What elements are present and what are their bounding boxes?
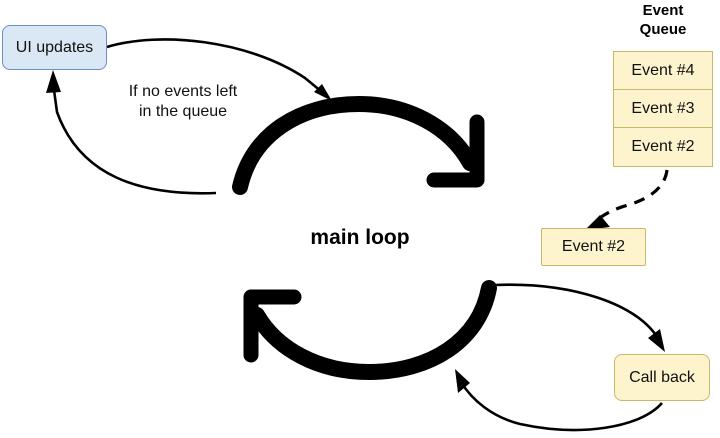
edge-loop-to-ui-arrowhead: [46, 70, 61, 93]
edge-queue-to-event2-arrowhead: [585, 215, 610, 230]
main-loop-bottom-arc: [243, 280, 497, 381]
condition-label-line1: If no events left: [128, 83, 238, 100]
node-ui-updates-label: UI updates: [15, 38, 94, 56]
event-queue-stack: Event #4 Event #3 Event #2: [613, 51, 713, 167]
edge-callback-to-loop-arrowhead: [455, 369, 470, 393]
edge-callback-to-loop: [455, 369, 663, 432]
node-callback-label: Call back: [629, 368, 695, 386]
event-queue-title-line2: Queue: [639, 20, 687, 38]
edge-loop-to-ui: [46, 70, 217, 195]
edge-ui-to-loop-arrowhead: [314, 84, 332, 101]
queue-item[interactable]: Event #2: [631, 138, 695, 155]
node-ui-updates[interactable]: UI updates: [2, 25, 107, 70]
main-loop-top-arrowhead: [426, 114, 485, 188]
event-queue-title: Event Queue: [612, 2, 714, 40]
edge-ui-to-loop-path: [106, 38, 323, 94]
condition-label-line2: in the queue: [138, 103, 228, 121]
node-dequeued-event-label: Event #2: [561, 238, 626, 256]
edge-queue-to-event2: [585, 169, 669, 230]
main-loop-top-arc: [232, 95, 485, 195]
condition-label: If no events left in the queue: [104, 82, 262, 123]
edge-loop-to-callback: [494, 283, 665, 352]
main-loop-bottom-arc-path: [249, 280, 497, 381]
queue-item[interactable]: Event #4: [614, 52, 712, 90]
node-callback[interactable]: Call back: [614, 354, 710, 401]
main-loop-bottom-arrowhead: [243, 289, 302, 363]
node-dequeued-event[interactable]: Event #2: [541, 228, 646, 266]
edge-queue-to-event2-path: [594, 169, 669, 223]
edge-callback-to-loop-path: [459, 381, 663, 432]
edge-loop-to-callback-arrowhead: [648, 329, 665, 352]
queue-item[interactable]: Event #3: [614, 90, 712, 128]
main-loop-top-arc-path: [232, 95, 478, 195]
edge-loop-to-ui-path: [52, 89, 217, 195]
event-queue-title-line1: Event: [642, 2, 684, 19]
edge-ui-to-loop: [106, 38, 332, 101]
main-loop-label: main loop: [310, 226, 410, 249]
edge-loop-to-callback-path: [494, 283, 661, 341]
